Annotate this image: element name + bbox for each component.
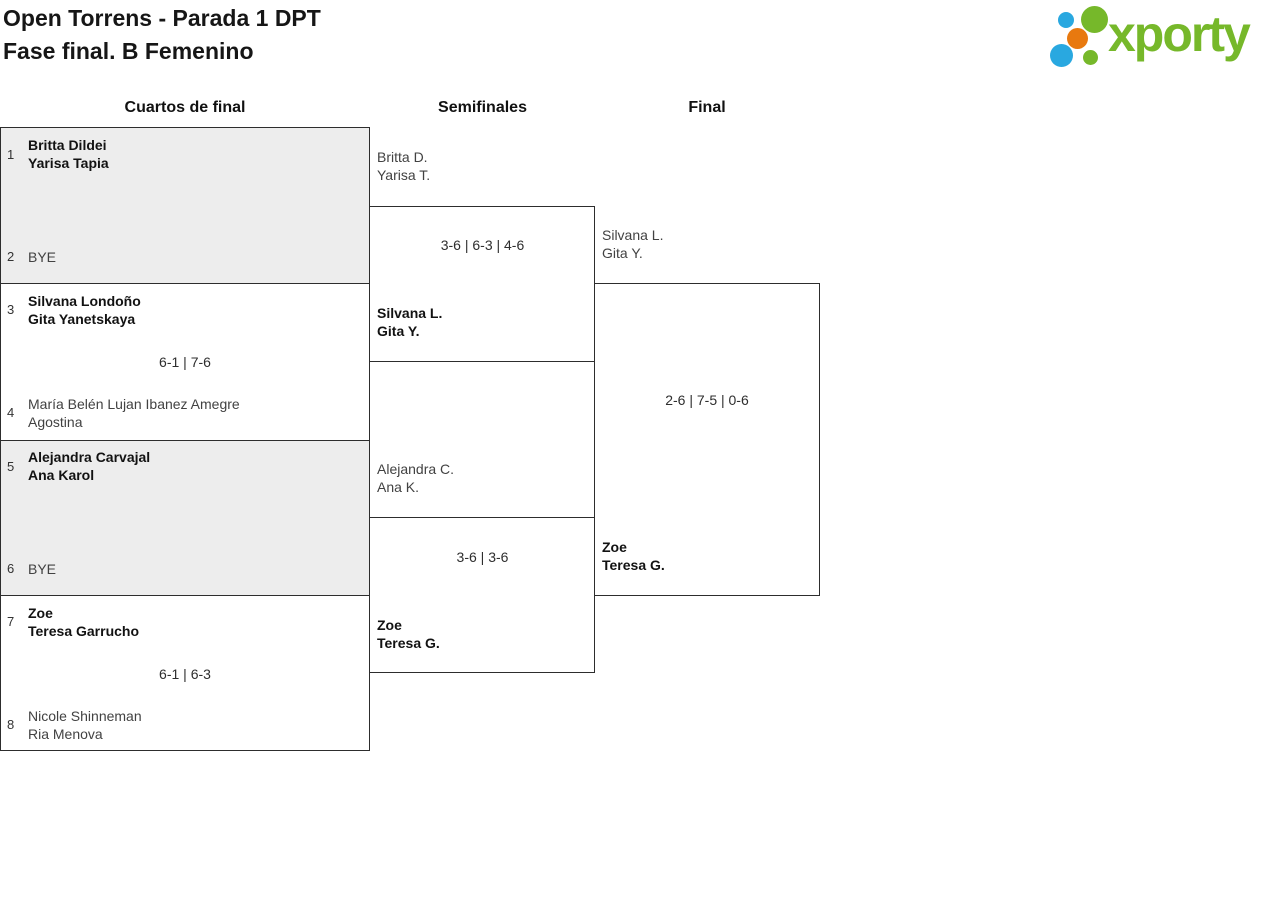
logo-dot-orange-icon — [1067, 28, 1088, 49]
round-header-quarterfinals: Cuartos de final — [124, 99, 246, 116]
tournament-title: Open Torrens - Parada 1 DPT — [3, 5, 321, 31]
team-name: Alejandra Carvajal Ana Karol — [28, 449, 151, 483]
team-name: BYE — [28, 249, 57, 265]
team-name: Britta Dildei Yarisa Tapia — [28, 137, 109, 171]
team-name: BYE — [28, 561, 57, 577]
team-name: Britta D. Yarisa T. — [377, 149, 431, 183]
match-score: 6-1 | 7-6 — [159, 354, 211, 370]
seed-number: 8 — [7, 717, 15, 732]
xporty-wordmark: xporty — [1108, 6, 1251, 62]
logo-dot-green-large-icon — [1081, 6, 1108, 33]
round-header-final: Final — [688, 99, 726, 116]
match-score: 3-6 | 3-6 — [456, 549, 509, 565]
bracket-subtitle: Fase final. B Femenino — [3, 38, 254, 64]
match-box[interactable] — [0, 595, 370, 751]
team-name: María Belén Lujan Ibanez Amegre Agostina — [28, 396, 240, 430]
logo-dot-blue-small-icon — [1058, 12, 1074, 28]
team-name: Zoe Teresa Garrucho — [28, 605, 140, 639]
match-box[interactable] — [594, 283, 820, 596]
logo-dot-blue-large-icon — [1050, 44, 1073, 67]
team-name: Silvana L. Gita Y. — [602, 227, 664, 261]
seed-number: 3 — [7, 302, 15, 317]
team-name: Zoe Teresa G. — [377, 617, 440, 651]
seed-number: 6 — [7, 561, 15, 576]
seed-number: 7 — [7, 614, 15, 629]
team-name: Silvana L. Gita Y. — [377, 305, 443, 339]
team-name: Alejandra C. Ana K. — [377, 461, 455, 495]
team-name: Nicole Shinneman Ria Menova — [28, 708, 142, 742]
seed-number: 5 — [7, 459, 15, 474]
seed-number: 2 — [7, 249, 15, 264]
team-name: Silvana Londoño Gita Yanetskaya — [28, 293, 141, 327]
match-box[interactable] — [0, 127, 370, 284]
round-header-semifinals: Semifinales — [438, 99, 527, 116]
team-name: Zoe Teresa G. — [602, 539, 665, 573]
logo-dot-green-small-icon — [1083, 50, 1098, 65]
match-score: 3-6 | 6-3 | 4-6 — [440, 237, 525, 253]
match-score: 6-1 | 6-3 — [159, 666, 211, 682]
match-box[interactable] — [369, 206, 595, 362]
seed-number: 1 — [7, 147, 15, 162]
match-box[interactable] — [369, 517, 595, 673]
match-score: 2-6 | 7-5 | 0-6 — [665, 392, 749, 408]
xporty-logo[interactable]: xporty — [1050, 5, 1278, 69]
match-box[interactable] — [0, 440, 370, 596]
seed-number: 4 — [7, 405, 15, 420]
